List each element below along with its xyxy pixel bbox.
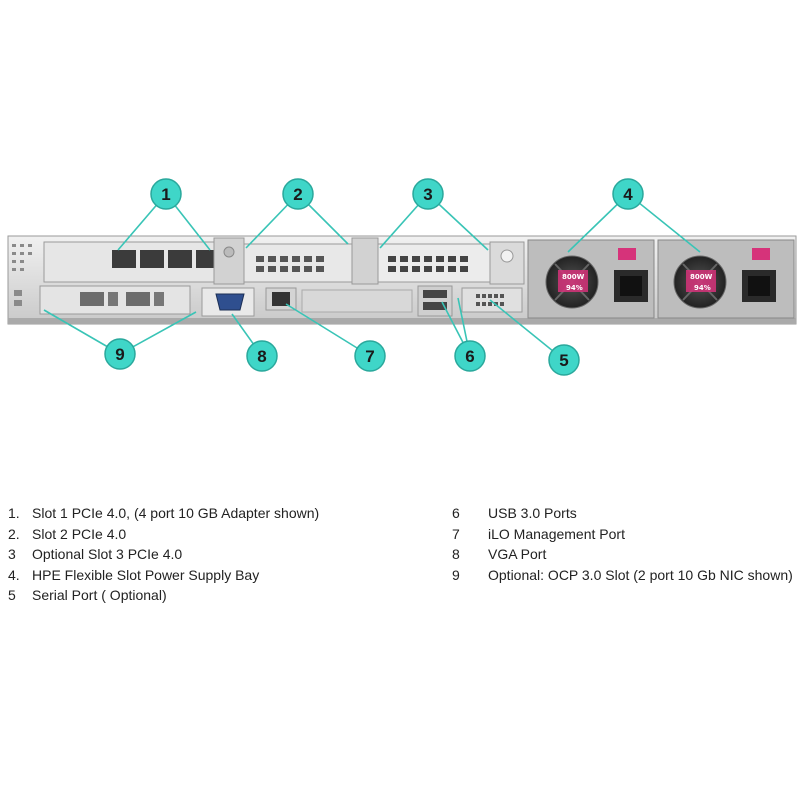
svg-text:7: 7 xyxy=(365,347,374,366)
pcie-slot-2 xyxy=(243,237,379,285)
psu-2-wattage-label: 800W xyxy=(690,273,713,281)
legend-item: 9 Optional: OCP 3.0 Slot (2 port 10 Gb N… xyxy=(452,565,793,586)
legend-number: 4. xyxy=(8,566,20,583)
callout-5: 5 xyxy=(548,344,580,376)
callout-9: 9 xyxy=(104,338,136,370)
svg-text:5: 5 xyxy=(559,351,568,370)
psu-1-efficiency-label: 94% xyxy=(566,284,583,292)
svg-text:9: 9 xyxy=(115,345,124,364)
svg-text:3: 3 xyxy=(423,185,432,204)
legend-text: Optional Slot 3 PCIe 4.0 xyxy=(32,546,183,562)
svg-text:6: 6 xyxy=(465,347,474,366)
svg-text:2: 2 xyxy=(293,185,302,204)
psu-2-efficiency-label: 94% xyxy=(694,284,711,292)
usb-ports xyxy=(417,285,453,317)
legend-item: 3 Optional Slot 3 PCIe 4.0 xyxy=(8,544,319,565)
blank-plate xyxy=(301,289,413,313)
legend-number: 7 xyxy=(452,525,460,542)
svg-text:8: 8 xyxy=(257,347,266,366)
legend-text: Slot 1 PCIe 4.0, (4 port 10 GB Adapter s… xyxy=(32,505,320,521)
legend-text: Optional: OCP 3.0 Slot (2 port 10 Gb NIC… xyxy=(488,566,793,583)
legend-number: 2. xyxy=(8,525,20,542)
legend-text: iLO Management Port xyxy=(488,525,625,542)
power-supply-2 xyxy=(657,239,795,319)
server-rear-diagram: 800W 94% 800W 94% 1 2 3 4 5 xyxy=(7,178,797,376)
legend-text: Serial Port ( Optional) xyxy=(32,587,167,603)
legend-item: 4. HPE Flexible Slot Power Supply Bay xyxy=(8,565,319,586)
pcie-slot-3 xyxy=(377,241,525,285)
vga-port xyxy=(201,287,255,317)
legend-item: 1. Slot 1 PCIe 4.0, (4 port 10 GB Adapte… xyxy=(8,503,319,524)
legend-item: 6 USB 3.0 Ports xyxy=(452,503,793,524)
legend-text: VGA Port xyxy=(488,546,547,562)
legend-left-column: 1. Slot 1 PCIe 4.0, (4 port 10 GB Adapte… xyxy=(8,503,319,606)
legend-number: 6 xyxy=(452,505,460,521)
ilo-port xyxy=(265,287,297,311)
serial-port xyxy=(461,287,523,313)
legend-number: 3 xyxy=(8,546,16,562)
legend-item: 7 iLO Management Port xyxy=(452,524,793,545)
legend-item: 2. Slot 2 PCIe 4.0 xyxy=(8,524,319,545)
power-supply-1 xyxy=(527,239,655,319)
callout-7: 7 xyxy=(354,340,386,372)
callout-1: 1 xyxy=(150,178,182,210)
callout-2: 2 xyxy=(282,178,314,210)
legend-text: USB 3.0 Ports xyxy=(488,505,577,521)
legend-number: 5 xyxy=(8,587,16,603)
legend-text: HPE Flexible Slot Power Supply Bay xyxy=(32,566,260,583)
legend-number: 9 xyxy=(452,566,460,583)
legend-number: 1. xyxy=(8,505,20,521)
callout-8: 8 xyxy=(246,340,278,372)
callout-3: 3 xyxy=(412,178,444,210)
ocp-3-slot xyxy=(39,285,191,315)
svg-text:4: 4 xyxy=(623,185,633,204)
legend-number: 8 xyxy=(452,546,460,562)
pcie-slot-1-card xyxy=(43,237,245,285)
legend-item: 8 VGA Port xyxy=(452,544,793,565)
callout-4: 4 xyxy=(612,178,644,210)
svg-text:1: 1 xyxy=(161,185,170,204)
legend-right-column: 6 USB 3.0 Ports 7 iLO Management Port 8 … xyxy=(452,503,793,585)
callout-6: 6 xyxy=(454,340,486,372)
legend-item: 5 Serial Port ( Optional) xyxy=(8,585,319,606)
psu-1-wattage-label: 800W xyxy=(562,273,585,281)
legend-text: Slot 2 PCIe 4.0 xyxy=(32,525,127,542)
